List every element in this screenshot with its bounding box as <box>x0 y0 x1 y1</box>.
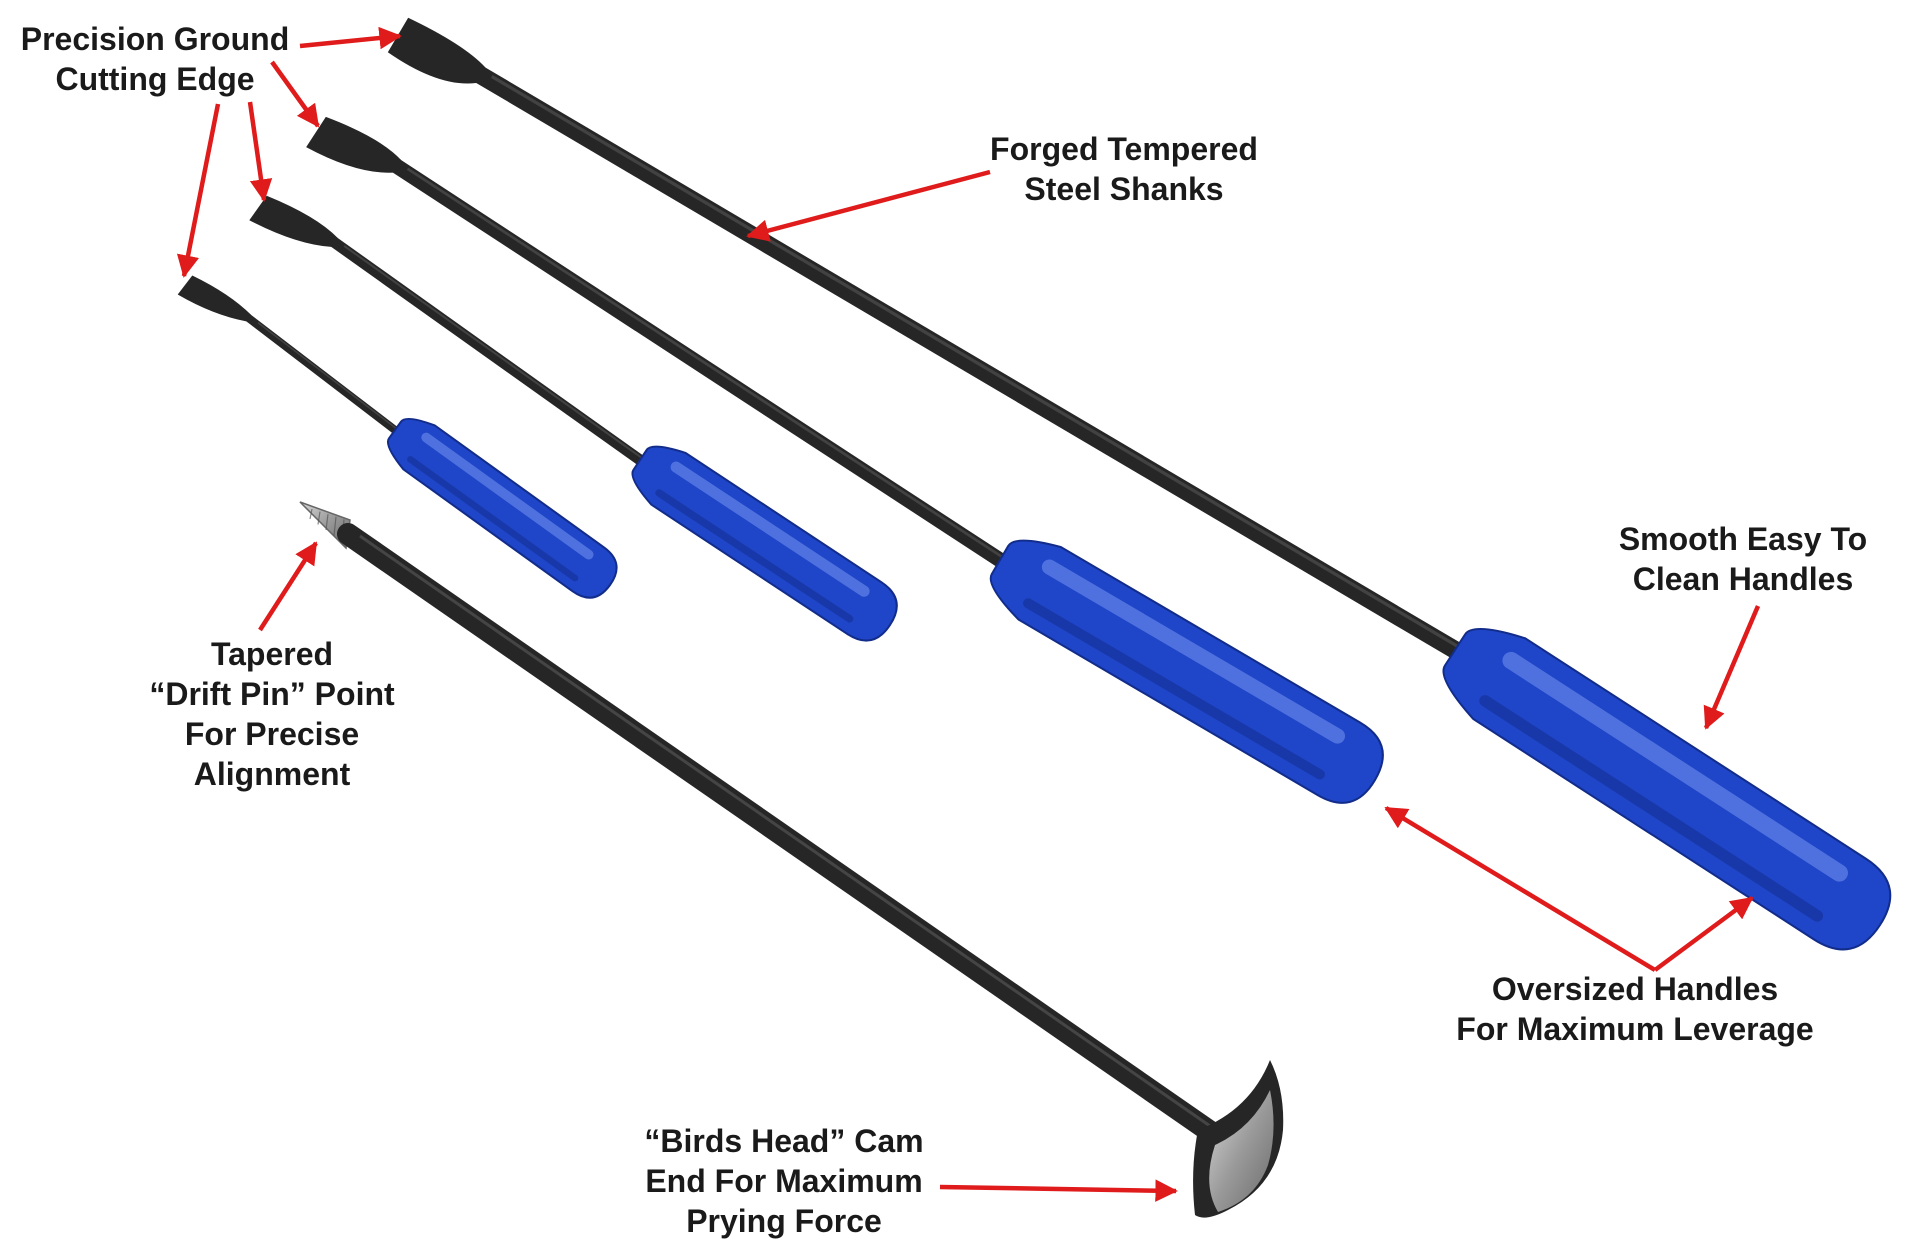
arrows-layer <box>176 26 1761 1202</box>
callout-smooth-handles-line-1: Smooth Easy To <box>1619 521 1867 557</box>
arrow-oversized-2 <box>1653 896 1754 972</box>
arrow-birds-head <box>939 1179 1178 1202</box>
callout-drift-pin-line-1: Tapered <box>211 636 333 672</box>
arrow-drift-pin <box>258 541 318 632</box>
pry-bar-medium-handle-shadow <box>655 489 854 623</box>
pry-bar-large-shank-highlight <box>406 167 1003 558</box>
birds-head-bar <box>299 501 1284 1218</box>
pry-bar-small-shank <box>242 312 414 446</box>
pry-bar-medium-shank <box>327 235 660 477</box>
callout-birds-head: “Birds Head” Cam End For Maximum Prying … <box>644 1123 923 1239</box>
birds-head-shaft <box>337 523 1226 1146</box>
arrow-shanks <box>746 169 991 242</box>
pry-bar-small <box>177 275 618 599</box>
drift-pin-ridge <box>333 516 337 536</box>
pry-bar-small-shank-highlight <box>257 322 397 430</box>
callout-shanks-line-2: Steel Shanks <box>1024 171 1223 207</box>
pry-bar-medium-shank-highlight <box>343 245 643 459</box>
pry-bar-xlarge-shank-highlight <box>490 75 1459 648</box>
callout-birds-head-line-2: End For Maximum <box>645 1163 922 1199</box>
pry-bar-small-handle-highlight <box>421 432 594 560</box>
pry-bar-large-blade <box>306 116 402 173</box>
pry-bar-medium-blade <box>249 195 338 247</box>
pry-bar-small-handle-shadow <box>407 456 579 582</box>
pry-bar-large-handle-shadow <box>1023 598 1325 780</box>
arrow-oversized-1 <box>1384 806 1657 972</box>
callout-oversized-line-1: Oversized Handles <box>1492 971 1778 1007</box>
callout-smooth-handles-line-2: Clean Handles <box>1633 561 1854 597</box>
arrow-smooth-handles <box>1703 605 1761 730</box>
callout-cutting-edge-line-1: Precision Ground <box>21 21 289 57</box>
pry-bar-xlarge-handle-shadow <box>1479 695 1824 922</box>
pry-bar-medium-handle-highlight <box>670 461 870 597</box>
callout-oversized-line-2: For Maximum Leverage <box>1456 1011 1813 1047</box>
drift-pin-ridge <box>309 508 313 520</box>
pry-bar-large-handle-highlight <box>1041 559 1346 744</box>
callout-smooth-handles: Smooth Easy To Clean Handles <box>1619 521 1867 597</box>
callout-drift-pin-line-3: For Precise <box>185 716 359 752</box>
callout-cutting-edge: Precision Ground Cutting Edge <box>21 21 289 97</box>
pry-bar-small-blade <box>177 275 252 322</box>
pry-bar-medium-handle <box>631 445 898 642</box>
callout-oversized: Oversized Handles For Maximum Leverage <box>1456 971 1813 1047</box>
pry-bar-large-shank <box>388 157 1021 578</box>
callout-cutting-edge-line-2: Cutting Edge <box>55 61 254 97</box>
arrow-cutting-edge-3 <box>247 101 273 202</box>
drift-pin-ridge <box>325 514 329 531</box>
callout-drift-pin: Tapered “Drift Pin” Point For Precise Al… <box>149 636 395 792</box>
pry-bar-medium <box>249 195 898 642</box>
pry-bar-small-handle <box>386 417 618 599</box>
tools-layer <box>177 17 1892 1218</box>
pry-bar-xlarge-blade <box>387 17 486 84</box>
callout-shanks: Forged Tempered Steel Shanks <box>990 131 1258 207</box>
pry-bar-xlarge <box>387 17 1892 951</box>
pry-bar-large <box>306 116 1384 804</box>
birds-head-shaft-highlight <box>359 534 1211 1128</box>
pry-bar-xlarge-handle <box>1442 627 1892 951</box>
callout-drift-pin-line-4: Alignment <box>194 756 351 792</box>
arrow-cutting-edge-2 <box>270 60 320 128</box>
callout-birds-head-line-1: “Birds Head” Cam <box>644 1123 923 1159</box>
pry-bar-xlarge-shank <box>471 64 1477 668</box>
callout-shanks-line-1: Forged Tempered <box>990 131 1258 167</box>
callout-drift-pin-line-2: “Drift Pin” Point <box>149 676 395 712</box>
birds-head-cam-face <box>1209 1090 1274 1212</box>
arrow-cutting-edge-4 <box>176 103 221 278</box>
arrow-cutting-edge-1 <box>299 26 402 50</box>
callout-birds-head-line-3: Prying Force <box>686 1203 882 1239</box>
pry-bar-xlarge-handle-highlight <box>1502 651 1848 882</box>
drift-pin-ridge <box>317 511 321 525</box>
pry-bar-large-handle <box>989 539 1384 804</box>
